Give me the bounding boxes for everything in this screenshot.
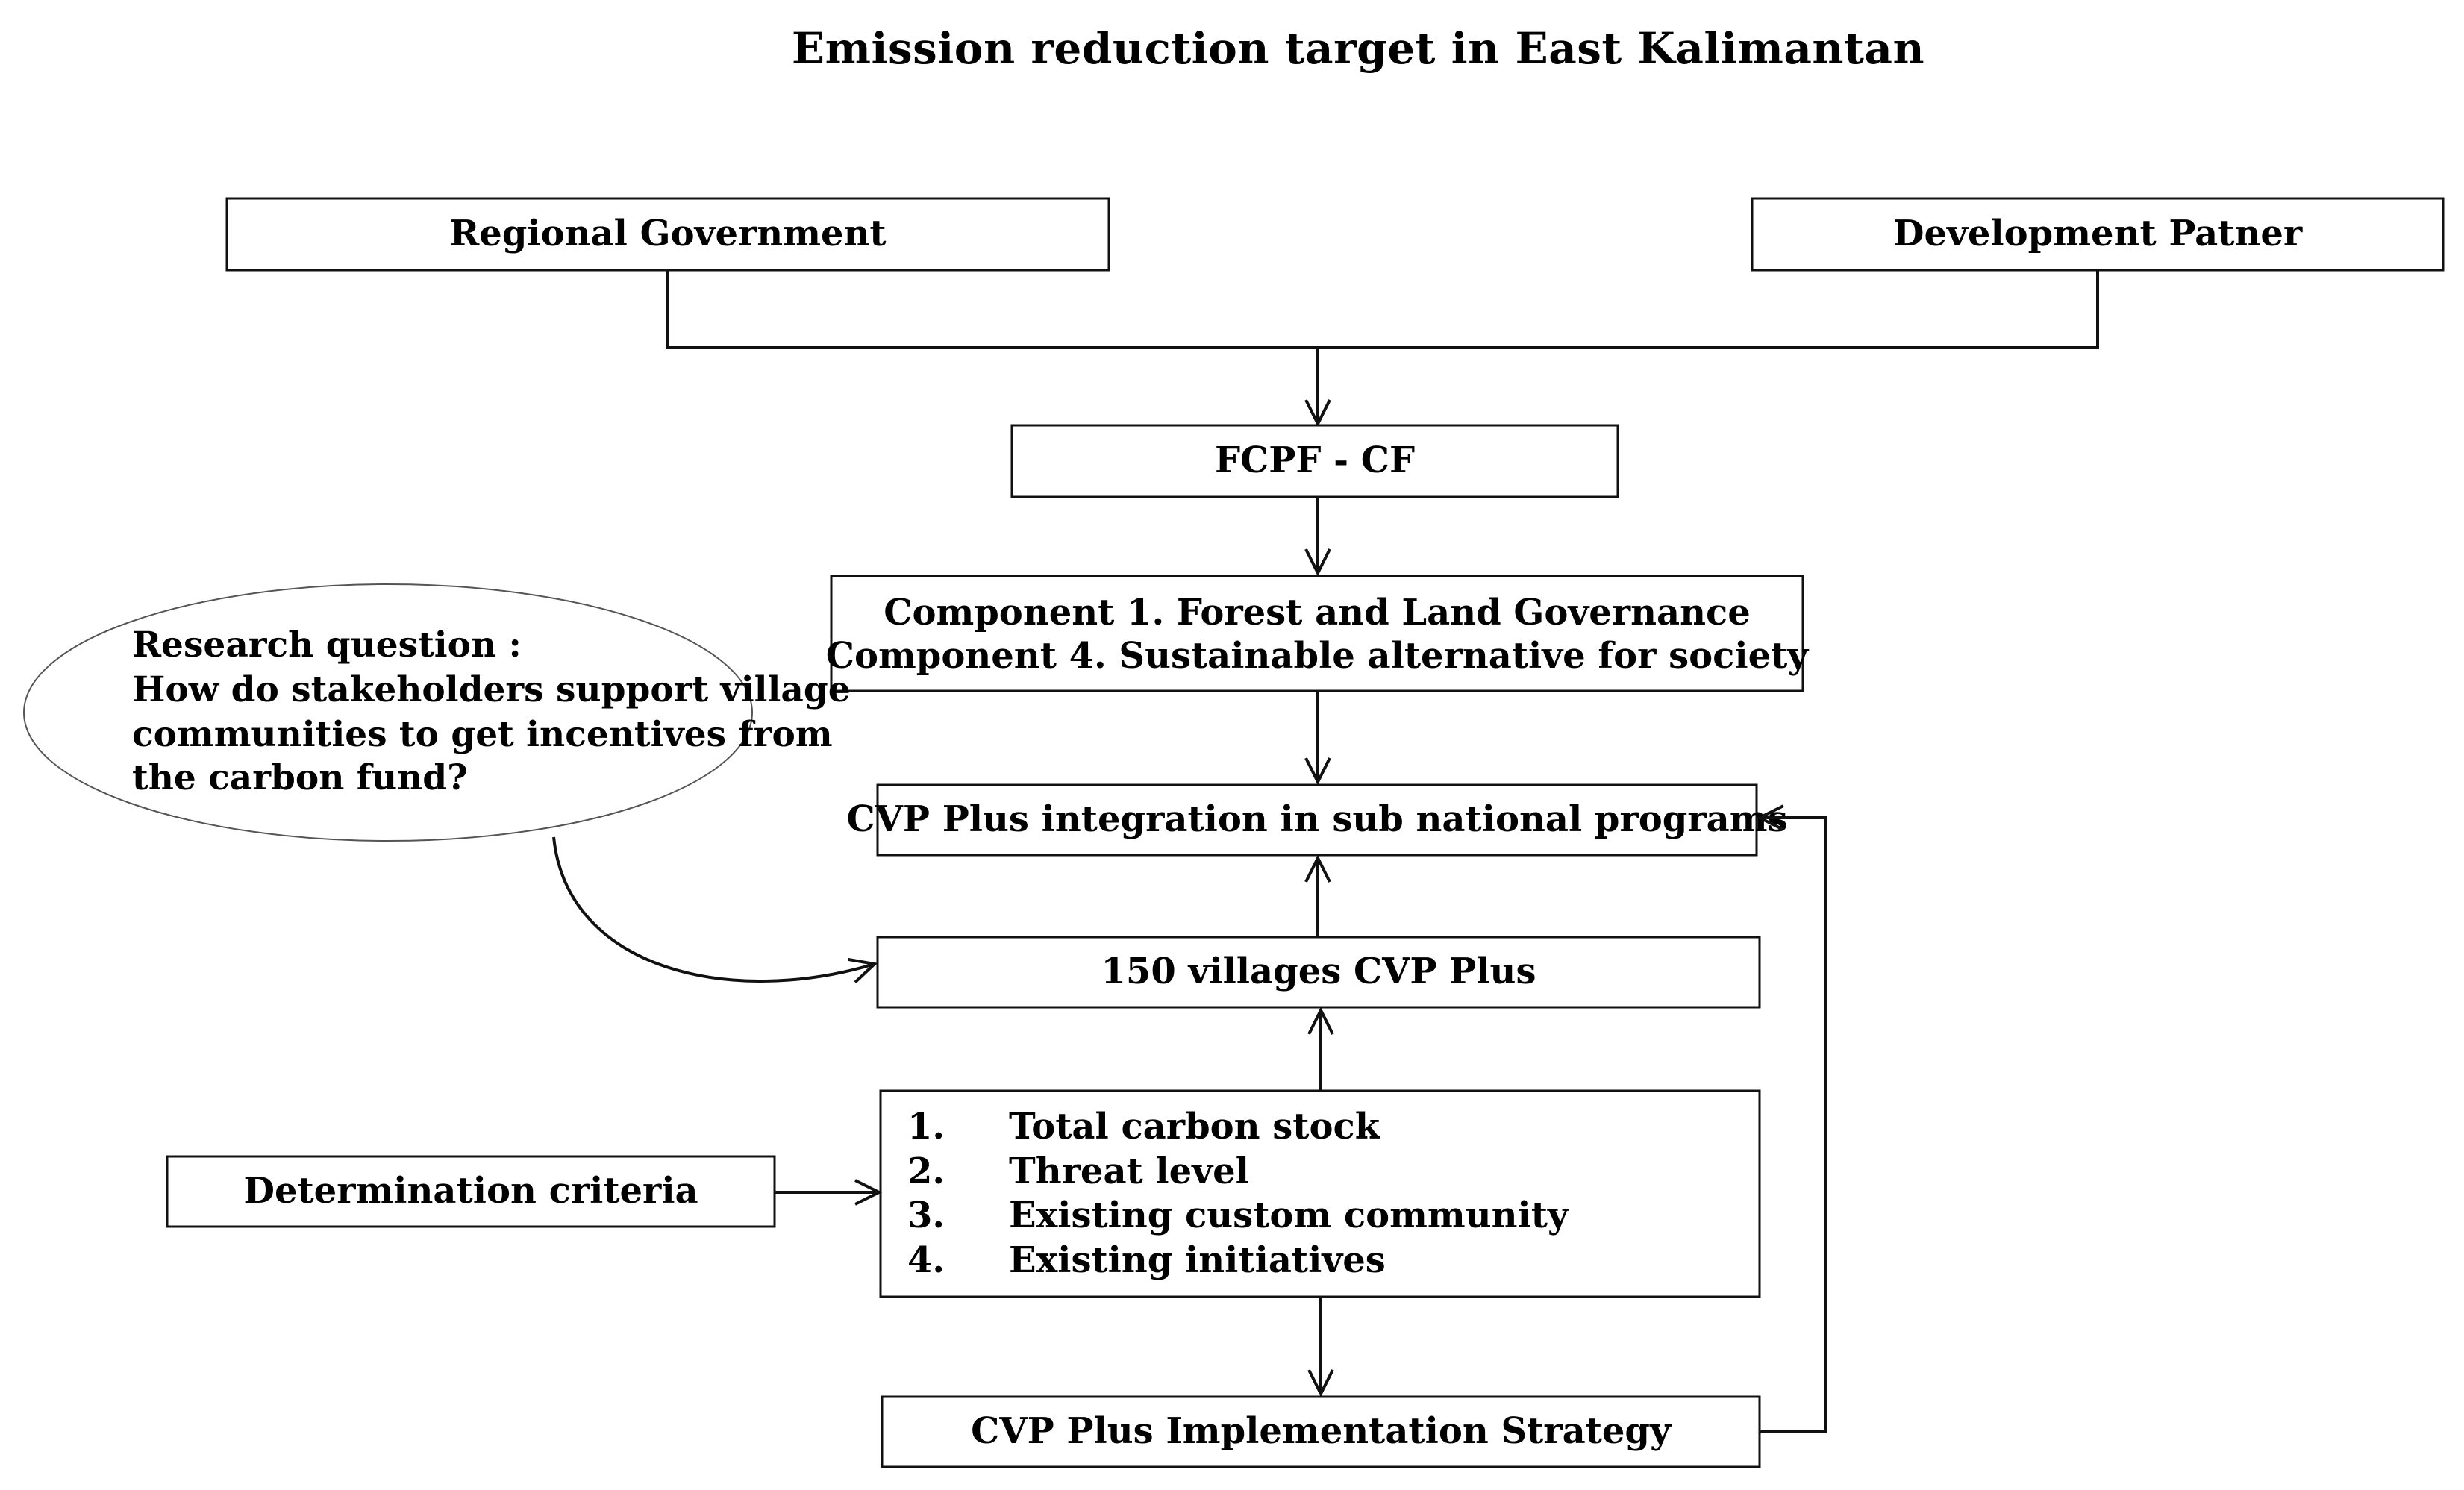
fcpf-cf-label: FCPF - CF xyxy=(1215,439,1415,481)
regional-government-label: Regional Government xyxy=(449,213,886,254)
criteria-text: Total carbon stock xyxy=(1009,1106,1381,1148)
stakeholders-connector xyxy=(666,270,2099,349)
research-question-line: the carbon fund? xyxy=(132,757,468,798)
criteria-list-item: 3. Existing custom community xyxy=(907,1195,1570,1236)
cvp-integration-box: CVP Plus integration in sub national pro… xyxy=(846,783,1788,857)
research-question-line: communities to get incentives from xyxy=(132,714,833,755)
criteria-list-item: 1. Total carbon stock xyxy=(907,1106,1381,1148)
criteria-list-item: 2. Threat level xyxy=(907,1151,1249,1192)
components-box: Component 1. Forest and Land Governance … xyxy=(826,575,1810,692)
component-4-label: Component 4. Sustainable alternative for… xyxy=(826,635,1810,677)
implementation-strategy-box: CVP Plus Implementation Strategy xyxy=(881,1395,1761,1468)
criteria-num: 4. xyxy=(907,1239,945,1281)
research-question-arrow xyxy=(552,836,875,981)
diagram-title: Emission reduction target in East Kalima… xyxy=(792,23,1924,74)
criteria-num: 2. xyxy=(907,1151,945,1192)
research-question-line: How do stakeholders support village xyxy=(132,669,851,710)
fcpf-cf-box: FCPF - CF xyxy=(1010,424,1619,498)
villages-label: 150 villages CVP Plus xyxy=(1101,951,1536,992)
villages-box: 150 villages CVP Plus xyxy=(876,936,1761,1009)
research-question-ellipse: Research question : How do stakeholders … xyxy=(23,583,851,842)
research-question-heading: Research question : xyxy=(132,625,522,666)
component-1-label: Component 1. Forest and Land Governance xyxy=(884,592,1751,633)
feedback-loop-arrow xyxy=(1760,818,1827,1433)
determination-criteria-label: Determination criteria xyxy=(243,1170,698,1212)
regional-government-box: Regional Government xyxy=(225,197,1110,272)
cvp-integration-label: CVP Plus integration in sub national pro… xyxy=(846,798,1787,840)
criteria-list-box: 1. Total carbon stock 2. Threat level 3.… xyxy=(879,1089,1761,1298)
criteria-list-item: 4. Existing initiatives xyxy=(907,1239,1386,1281)
criteria-text: Existing initiatives xyxy=(1009,1239,1386,1281)
implementation-strategy-label: CVP Plus Implementation Strategy xyxy=(971,1410,1672,1452)
development-partner-box: Development Patner xyxy=(1751,197,2445,272)
criteria-num: 1. xyxy=(907,1106,945,1148)
development-partner-label: Development Patner xyxy=(1893,213,2303,254)
criteria-text: Threat level xyxy=(1009,1151,1249,1192)
determination-criteria-box: Determination criteria xyxy=(166,1155,776,1228)
criteria-num: 3. xyxy=(907,1195,945,1236)
criteria-text: Existing custom community xyxy=(1009,1195,1570,1236)
